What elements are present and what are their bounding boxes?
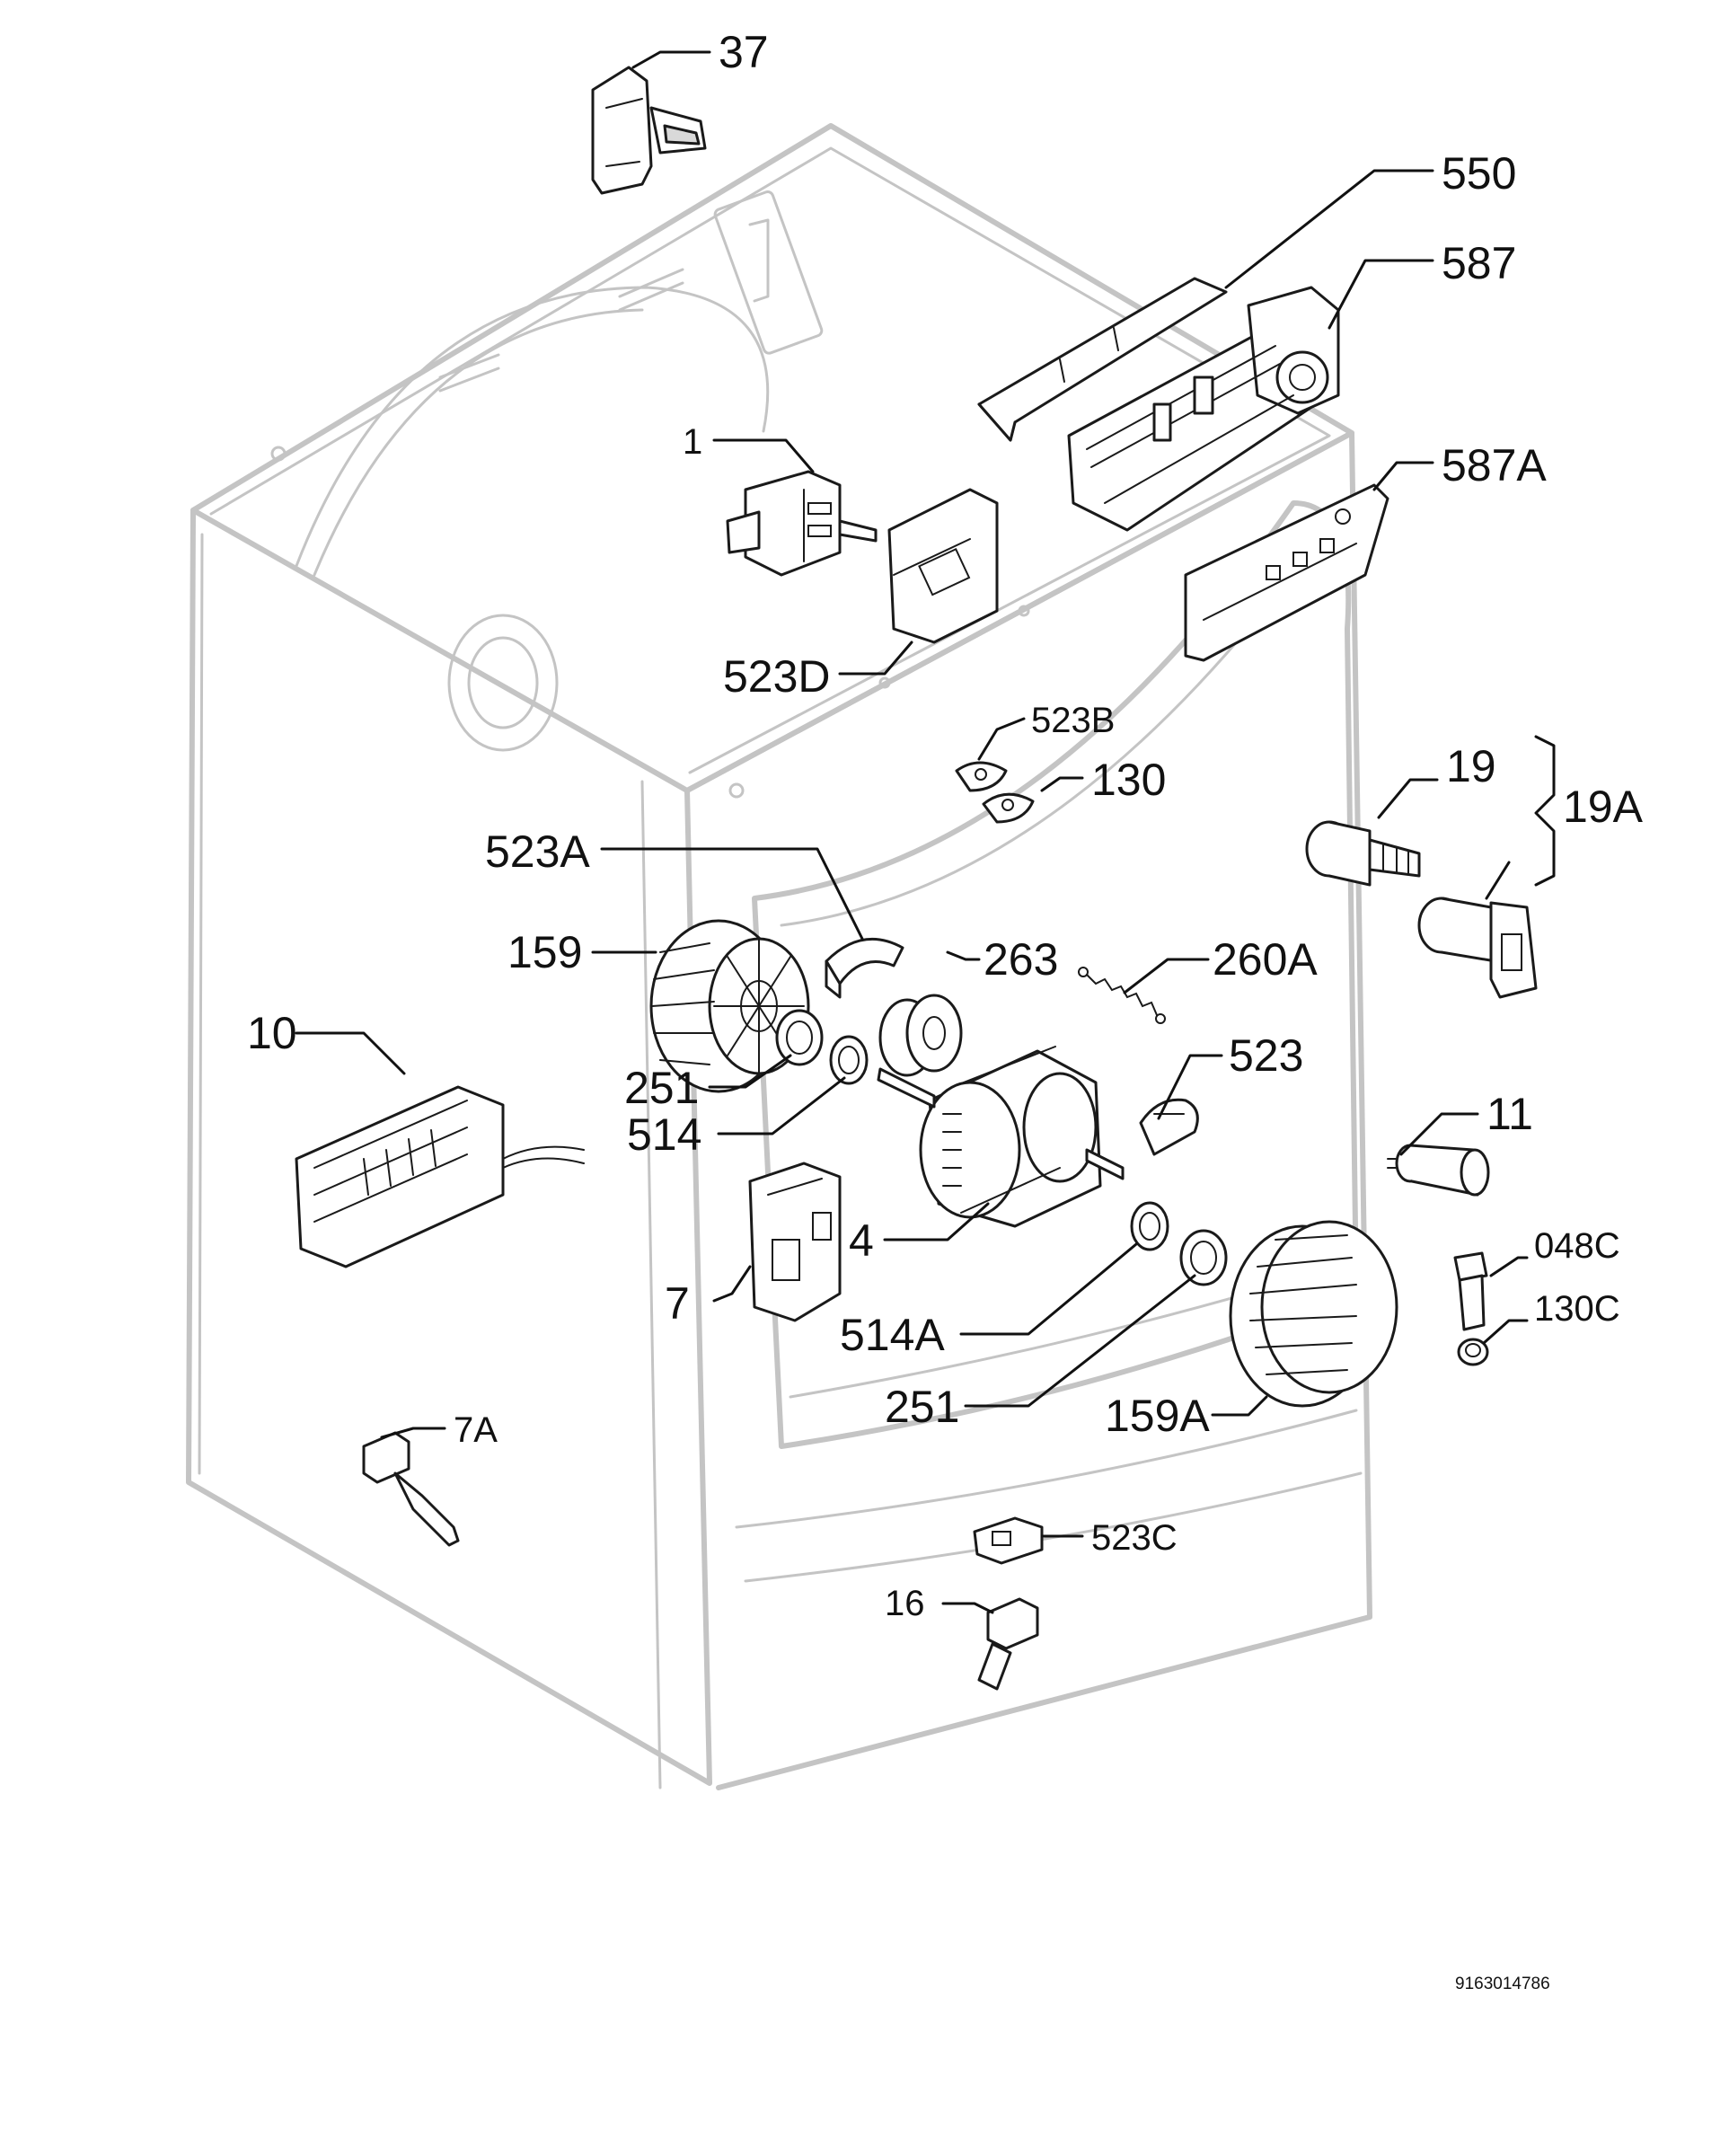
part-523C-clip (973, 1516, 1044, 1565)
part-251-ring-rear (1179, 1229, 1228, 1286)
label-260A: 260A (1213, 934, 1318, 985)
label-523: 523 (1229, 1030, 1303, 1081)
part-7-door-interlock (748, 1162, 842, 1322)
part-159-drum-fan (649, 919, 810, 1093)
part-048C-sensor (1453, 1251, 1488, 1331)
label-550: 550 (1442, 148, 1516, 199)
callout-labels: 37 550 587 587A 1 523D 523B 130 19 19A 5… (247, 27, 1644, 1623)
label-37: 37 (719, 27, 769, 77)
part-514A-bushing-rear (1130, 1201, 1169, 1251)
part-1-program-selector (726, 470, 878, 577)
label-10: 10 (247, 1008, 297, 1058)
label-514: 514 (627, 1109, 701, 1160)
label-523B: 523B (1031, 701, 1115, 740)
label-587: 587 (1442, 238, 1516, 288)
label-16: 16 (885, 1584, 925, 1623)
part-130-ring (982, 792, 1035, 824)
label-7A: 7A (454, 1410, 498, 1450)
label-251-rear: 251 (885, 1382, 959, 1432)
part-523A-bearing-clamp (825, 937, 904, 999)
label-19: 19 (1446, 741, 1496, 791)
part-550-cover-strip (977, 277, 1228, 442)
label-523A: 523A (485, 826, 590, 877)
part-16-microswitch (977, 1597, 1039, 1691)
part-11-capacitor (1387, 1144, 1490, 1197)
part-260A-tension-spring (1078, 967, 1166, 1024)
label-11: 11 (1486, 1089, 1533, 1139)
label-523D: 523D (723, 651, 831, 702)
label-159A: 159A (1105, 1391, 1210, 1441)
label-130C: 130C (1534, 1289, 1620, 1329)
leader-lines (295, 50, 1556, 1614)
part-19-filter-fitting (1305, 820, 1421, 887)
part-514-bushing (829, 1035, 869, 1085)
label-1: 1 (683, 422, 702, 462)
label-159: 159 (507, 927, 582, 977)
part-10-heating-element (295, 1085, 585, 1268)
part-4-motor (877, 1046, 1125, 1228)
part-523B-clip (955, 761, 1008, 792)
label-130: 130 (1091, 755, 1166, 805)
part-587-control-module (1067, 286, 1340, 532)
label-7: 7 (665, 1278, 690, 1329)
part-37-interference-filter (591, 66, 707, 195)
label-587A: 587A (1442, 440, 1547, 490)
part-523D-support-bracket (887, 488, 999, 644)
part-159A-blower-wheel (1229, 1220, 1398, 1408)
label-263: 263 (984, 934, 1058, 985)
part-19A-filter-housing (1417, 897, 1538, 999)
part-251-ring-front (775, 1009, 824, 1066)
label-4: 4 (849, 1215, 874, 1266)
part-587A-circuit-board (1184, 483, 1389, 662)
label-251-front: 251 (624, 1063, 699, 1113)
label-048C: 048C (1534, 1226, 1620, 1266)
part-7A-microswitch (362, 1431, 460, 1547)
label-19A: 19A (1563, 782, 1644, 832)
label-514A: 514A (840, 1310, 945, 1360)
part-523-motor-clamp (1139, 1098, 1199, 1156)
document-number: 9163014786 (1455, 1975, 1550, 1993)
part-263-pulley (878, 994, 963, 1077)
label-523C: 523C (1091, 1518, 1178, 1558)
part-130C-seal (1457, 1338, 1489, 1366)
